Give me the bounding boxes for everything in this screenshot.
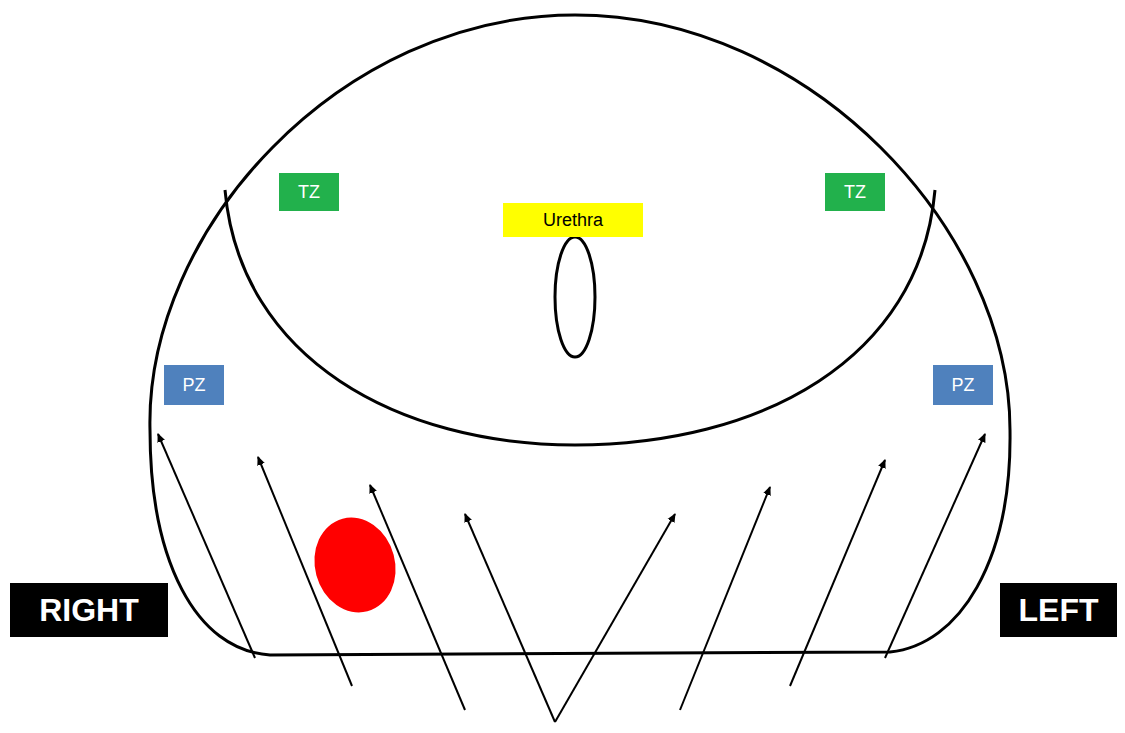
structure-label: Urethra [503, 203, 643, 237]
zone-label: PZ [164, 365, 224, 405]
label-text: RIGHT [39, 592, 139, 629]
zone-label: TZ [825, 173, 885, 211]
label-text: TZ [298, 182, 320, 203]
label-text: Urethra [543, 210, 603, 231]
urethra-outline [555, 237, 595, 357]
prostate-outline [150, 15, 1010, 655]
side-label: RIGHT [10, 583, 168, 637]
label-text: TZ [844, 182, 866, 203]
zone-label: TZ [279, 173, 339, 211]
side-label: LEFT [1000, 583, 1117, 637]
transition-zone-border [225, 190, 935, 445]
zone-label: PZ [933, 365, 993, 405]
label-text: PZ [182, 375, 205, 396]
label-text: PZ [951, 375, 974, 396]
biopsy-needles [158, 434, 985, 722]
label-text: LEFT [1019, 592, 1099, 629]
